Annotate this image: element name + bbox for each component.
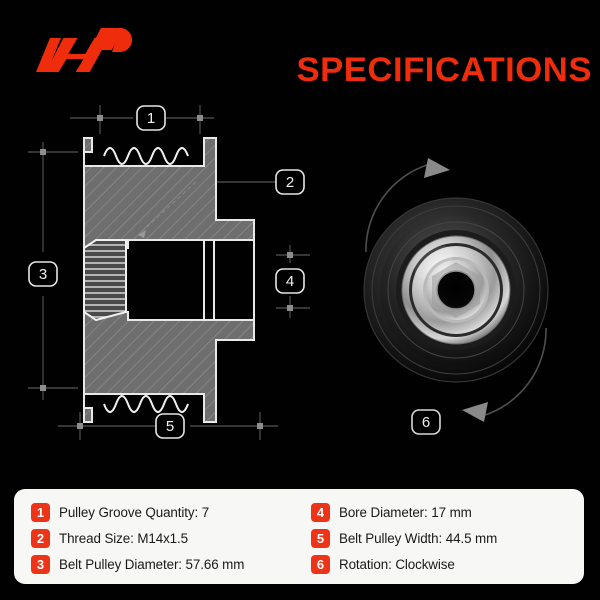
rotation-arrow-clockwise [365,163,547,417]
specifications-panel: 1 Pulley Groove Quantity: 7 2 Thread Siz… [14,489,584,584]
spec-badge-5: 5 [311,528,330,548]
spec-label-4: Bore Diameter: 17 mm [339,504,472,520]
header: SPECIFICATIONS [0,0,600,104]
spec-label-3: Belt Pulley Diameter: 57.66 mm [59,556,245,572]
spec-badge-1: 1 [31,502,50,522]
svg-text:2: 2 [286,174,294,191]
page-title: SPECIFICATIONS [296,51,592,89]
spec-badge-6: 6 [311,554,330,574]
spec-column-right: 4 Bore Diameter: 17 mm 5 Belt Pulley Wid… [311,500,586,578]
spec-badge-4: 4 [311,502,330,522]
svg-text:5: 5 [166,418,174,435]
spec-badge-3: 3 [31,554,50,574]
spec-row-4: 4 Bore Diameter: 17 mm [311,500,586,524]
callout-badge-4: 4 [275,268,305,294]
svg-text:1: 1 [147,110,155,127]
spec-row-5: 5 Belt Pulley Width: 44.5 mm [311,526,586,550]
spec-label-1: Pulley Groove Quantity: 7 [59,504,210,520]
spec-label-6: Rotation: Clockwise [339,556,455,572]
callout-badge-3: 3 [28,261,58,287]
pulley-front-photo: 6 [322,140,590,440]
spec-label-2: Thread Size: M14x1.5 [59,530,188,546]
spec-badge-2: 2 [31,528,50,548]
callout-badge-5: 5 [155,413,185,439]
spec-row-6: 6 Rotation: Clockwise [311,552,586,576]
spec-label-5: Belt Pulley Width: 44.5 mm [339,530,498,546]
spec-row-3: 3 Belt Pulley Diameter: 57.66 mm [31,552,311,576]
hp-performance-logo [28,20,138,82]
rotation-arrowhead-bottom [462,402,488,422]
callout-badge-2: 2 [275,169,305,195]
svg-text:3: 3 [39,266,47,283]
svg-text:4: 4 [286,273,294,290]
spec-row-1: 1 Pulley Groove Quantity: 7 [31,500,311,524]
svg-text:6: 6 [422,414,430,431]
spec-column-left: 1 Pulley Groove Quantity: 7 2 Thread Siz… [31,500,311,578]
pulley-cross-section-drawing: 1 2 3 4 5 [18,100,318,450]
callout-badge-1: 1 [136,105,166,131]
callout-badge-6: 6 [411,409,441,435]
rotation-arrowhead-top [424,158,450,178]
spec-row-2: 2 Thread Size: M14x1.5 [31,526,311,550]
